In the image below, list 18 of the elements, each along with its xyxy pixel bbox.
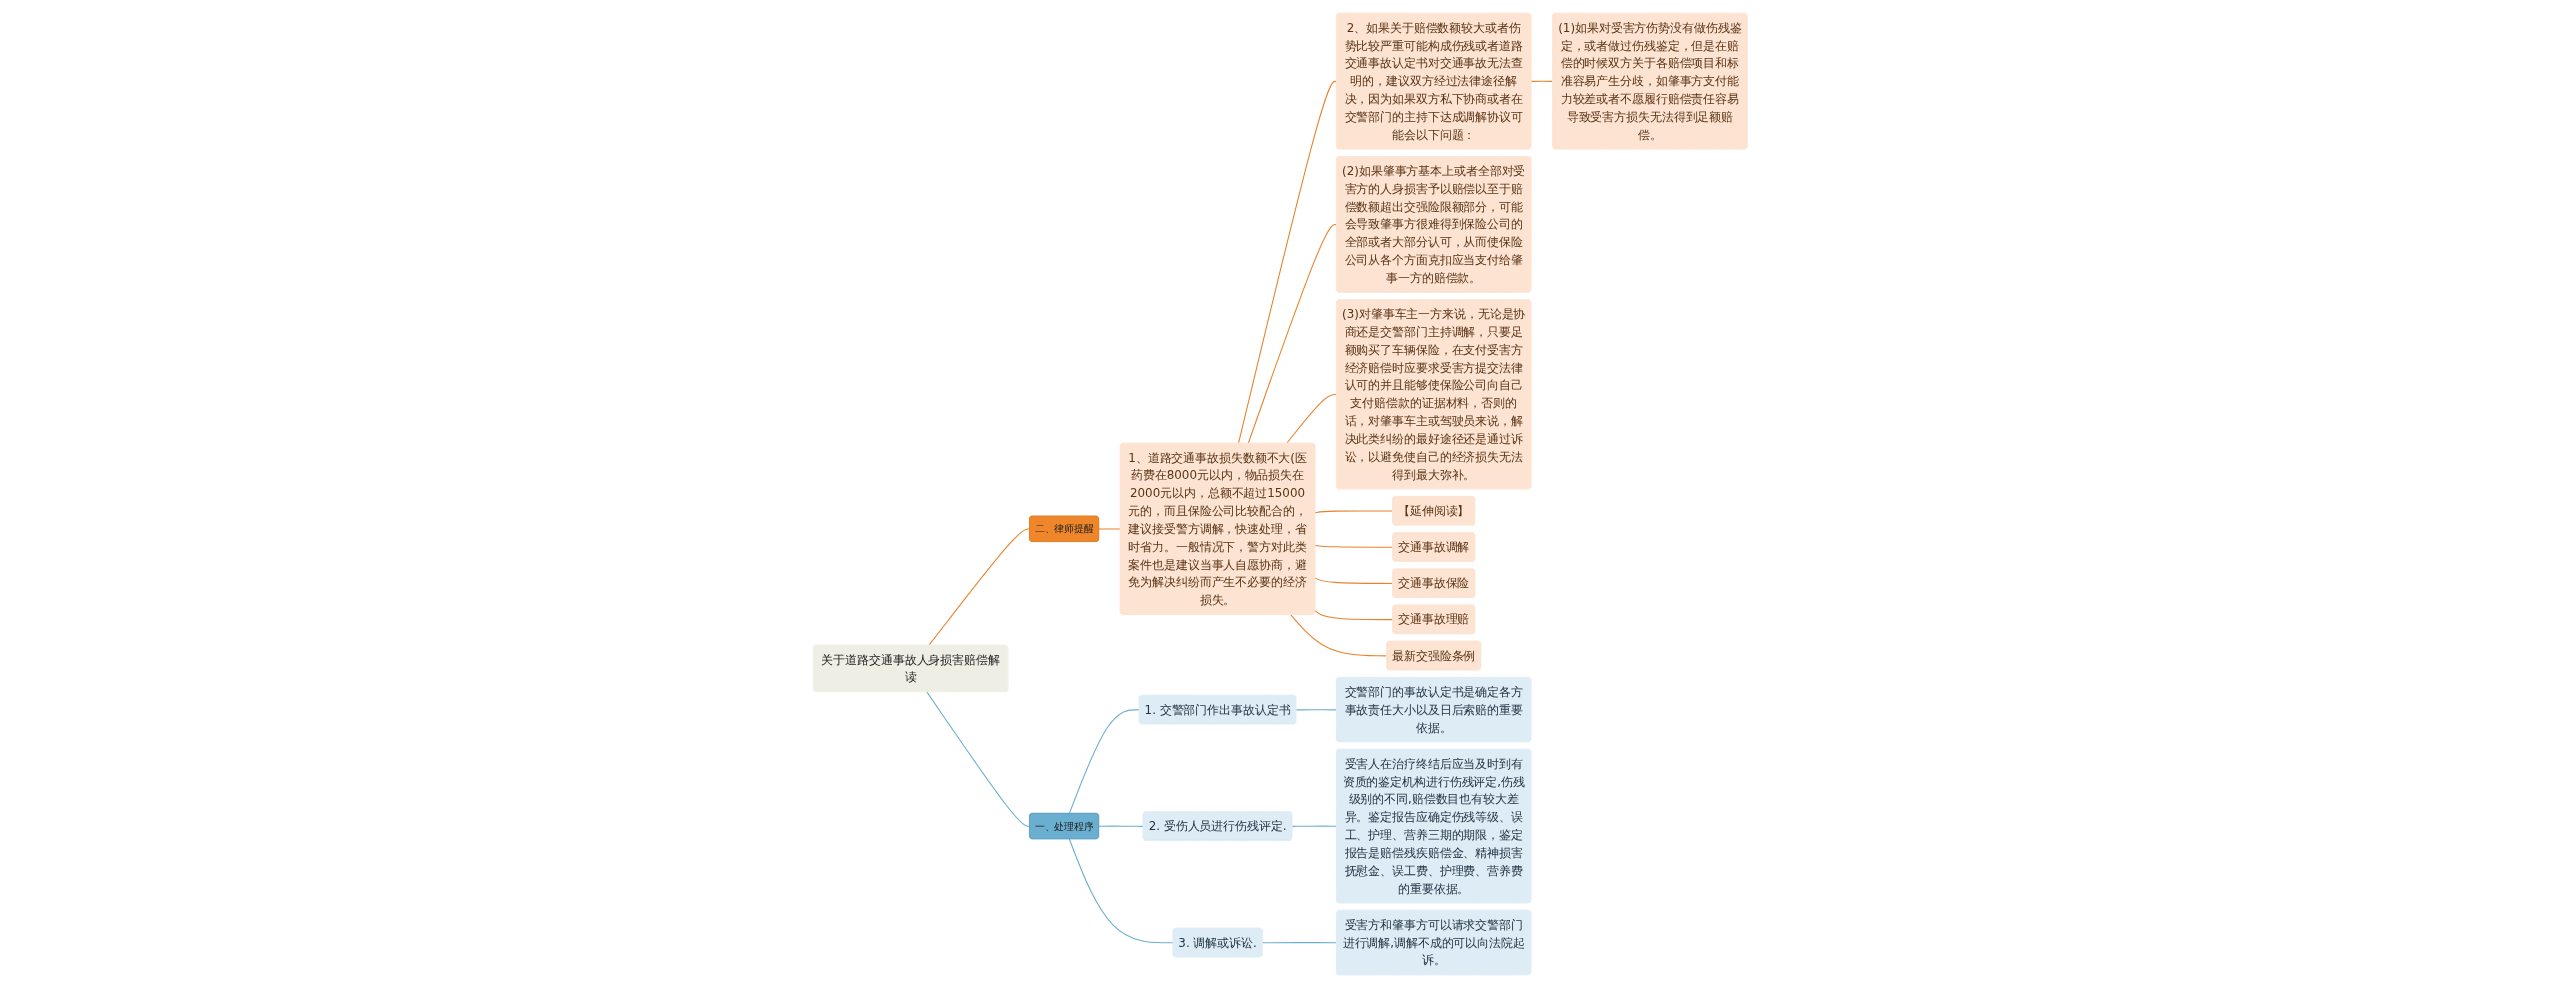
connector [1237,80,1337,444]
connector [1247,224,1337,444]
connector [1314,577,1394,584]
connector [1098,528,1121,530]
connector [1314,510,1394,514]
connector [1068,709,1140,815]
connector [1098,825,1144,827]
connector [1290,614,1388,657]
connector [1314,610,1394,621]
connector [1068,838,1174,944]
connector [926,691,1031,827]
connector [1295,709,1337,711]
connector [1291,825,1337,827]
connector [1314,544,1394,548]
connector [1285,393,1337,444]
connector [1261,942,1337,944]
connector [1530,80,1554,82]
connector [928,528,1031,646]
